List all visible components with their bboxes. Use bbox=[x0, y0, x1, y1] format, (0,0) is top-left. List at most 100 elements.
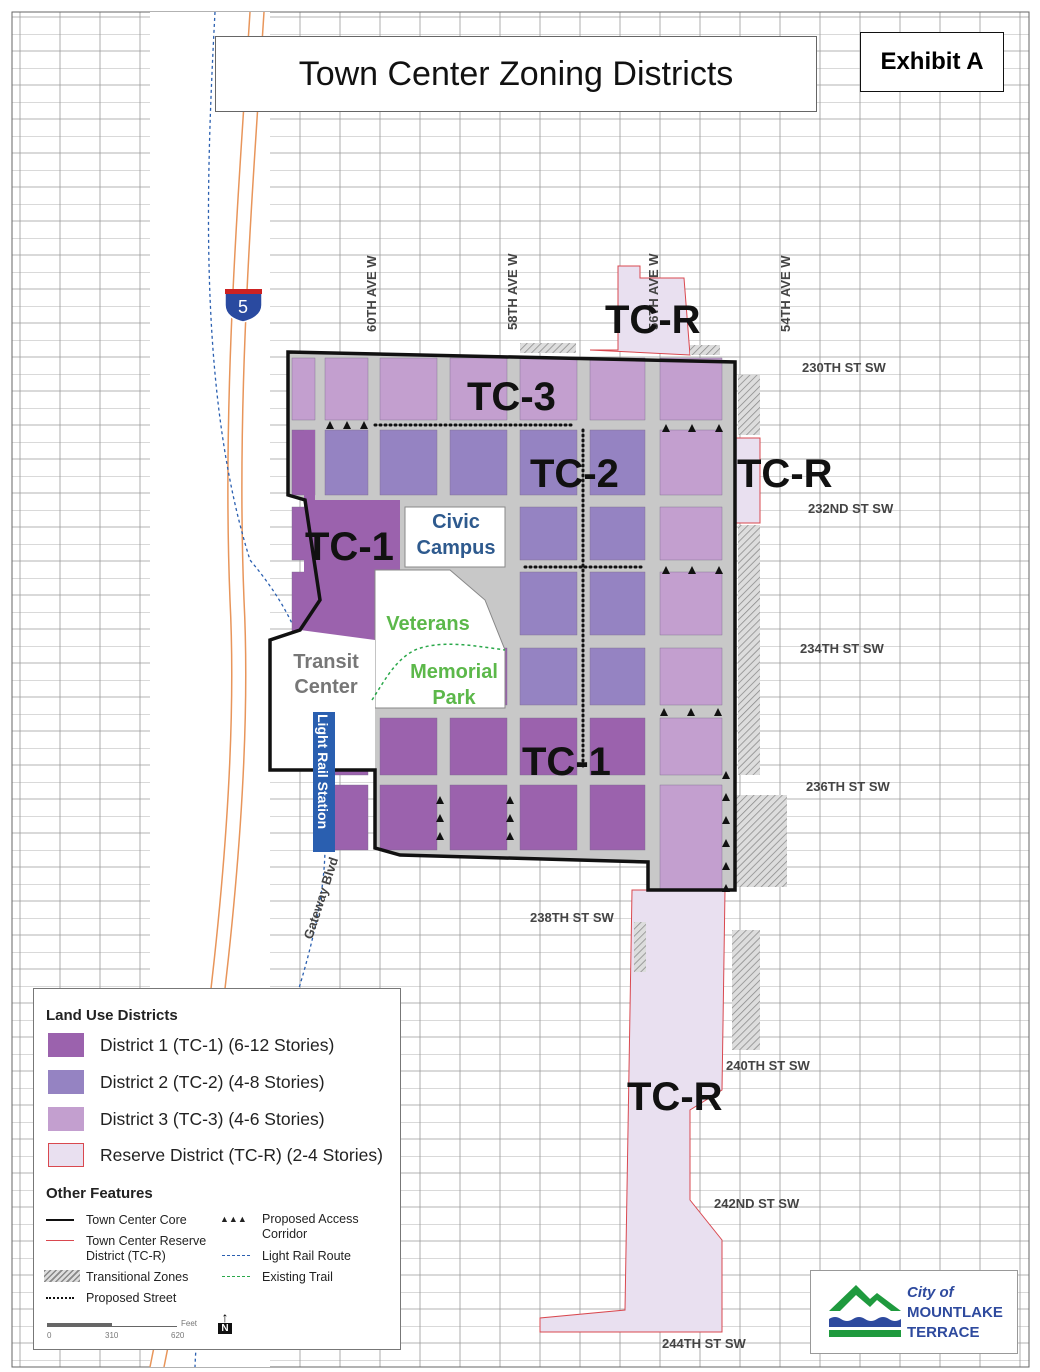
label-tc1-south: TC-1 bbox=[522, 740, 611, 784]
district-block bbox=[589, 506, 646, 561]
legend-proposed-street: Proposed Street bbox=[44, 1291, 176, 1306]
transit-center bbox=[270, 630, 375, 770]
district-block bbox=[589, 784, 646, 851]
district-block bbox=[324, 357, 369, 421]
access-triangle bbox=[722, 839, 730, 847]
access-triangle bbox=[722, 793, 730, 801]
city-logo: City of MOUNTLAKE TERRACE bbox=[810, 1270, 1018, 1354]
access-triangle bbox=[506, 832, 514, 840]
street-label: 54TH AVE W bbox=[778, 255, 793, 332]
district-block bbox=[659, 647, 723, 706]
legend-item-tcr: Reserve District (TC-R) (2-4 Stories) bbox=[48, 1143, 383, 1167]
label-tc2: TC-2 bbox=[530, 452, 619, 496]
legend-light-rail: Light Rail Route bbox=[220, 1249, 351, 1264]
legend-item-tc3: District 3 (TC-3) (4-6 Stories) bbox=[48, 1107, 325, 1131]
district-block bbox=[379, 357, 438, 421]
street-label: 244TH ST SW bbox=[662, 1336, 747, 1351]
access-triangle bbox=[688, 566, 696, 574]
access-triangle bbox=[343, 421, 351, 429]
access-triangle bbox=[506, 796, 514, 804]
label-tcr-east: TC-R bbox=[737, 452, 833, 496]
access-triangle bbox=[722, 862, 730, 870]
tc-r-districts bbox=[539, 265, 761, 1333]
access-triangle bbox=[326, 421, 334, 429]
access-triangle bbox=[662, 566, 670, 574]
access-triangle bbox=[715, 566, 723, 574]
district-block bbox=[379, 429, 438, 496]
swatch bbox=[48, 1143, 84, 1167]
legend-label: District 3 (TC-3) (4-6 Stories) bbox=[100, 1108, 325, 1129]
district-block bbox=[304, 430, 315, 500]
access-triangle bbox=[506, 814, 514, 822]
district-block bbox=[519, 571, 578, 636]
district-block bbox=[449, 429, 508, 496]
logo-line2: MOUNTLAKE bbox=[907, 1304, 1003, 1321]
district-block bbox=[519, 784, 578, 851]
district-block bbox=[291, 357, 316, 421]
label-tcr-north: TC-R bbox=[605, 298, 701, 342]
street-label: 238TH ST SW bbox=[530, 910, 615, 925]
district-block bbox=[449, 717, 508, 776]
light-rail-station bbox=[313, 712, 335, 852]
district-block bbox=[449, 784, 508, 851]
title-text: Town Center Zoning Districts bbox=[298, 54, 734, 93]
access-triangle bbox=[722, 771, 730, 779]
access-triangle bbox=[360, 421, 368, 429]
street-label: 240TH ST SW bbox=[726, 1058, 811, 1073]
street-label: 56TH AVE W bbox=[646, 253, 661, 330]
legend-label: Reserve District (TC-R) (2-4 Stories) bbox=[100, 1144, 383, 1165]
access-triangle bbox=[662, 424, 670, 432]
mountain-lake-logo-icon bbox=[829, 1285, 901, 1337]
street-label: 236TH ST SW bbox=[806, 779, 891, 794]
legend-item-tc1: District 1 (TC-1) (6-12 Stories) bbox=[48, 1033, 334, 1057]
street-label: 232ND ST SW bbox=[808, 501, 894, 516]
access-triangle bbox=[688, 424, 696, 432]
proposed-access-corridor bbox=[326, 421, 730, 892]
light-rail-station-label: Light Rail Station bbox=[315, 714, 331, 829]
transit-label: Transit bbox=[293, 651, 359, 673]
street-label: 230TH ST SW bbox=[802, 360, 887, 375]
district-block bbox=[659, 506, 723, 561]
transitional-zones bbox=[520, 343, 787, 1050]
legend-transitional: Transitional Zones bbox=[44, 1270, 188, 1285]
district-block bbox=[659, 571, 723, 636]
civic-label: Civic bbox=[432, 511, 480, 533]
district-block bbox=[589, 647, 646, 706]
access-triangle bbox=[722, 816, 730, 824]
center-label: Center bbox=[294, 676, 358, 698]
access-triangle bbox=[436, 814, 444, 822]
street-label: 242ND ST SW bbox=[714, 1196, 800, 1211]
district-block bbox=[449, 357, 508, 421]
proposed-streets bbox=[373, 423, 647, 772]
district-block bbox=[589, 571, 646, 636]
street-label: 58TH AVE W bbox=[505, 253, 520, 330]
access-triangle bbox=[436, 832, 444, 840]
district-block bbox=[659, 429, 723, 496]
district-block bbox=[519, 717, 578, 776]
district-block bbox=[589, 429, 646, 496]
legend-item-tc2: District 2 (TC-2) (4-8 Stories) bbox=[48, 1070, 325, 1094]
label-tc3: TC-3 bbox=[467, 375, 556, 419]
swatch bbox=[48, 1033, 84, 1057]
civic-campus bbox=[404, 506, 506, 568]
district-block bbox=[659, 717, 723, 776]
legend: Land Use Districts District 1 (TC-1) (6-… bbox=[33, 988, 401, 1350]
logo-line1: City of bbox=[907, 1284, 954, 1301]
district-block bbox=[589, 717, 646, 776]
legend-land-use-title: Land Use Districts bbox=[46, 1007, 178, 1024]
district-block bbox=[324, 429, 369, 496]
district-block bbox=[519, 429, 578, 496]
swatch bbox=[48, 1107, 84, 1131]
legend-core: Town Center Core bbox=[44, 1213, 187, 1228]
street-label: 60TH AVE W bbox=[364, 255, 379, 332]
district-block bbox=[379, 784, 438, 851]
north-arrow: ↑ N bbox=[218, 1310, 232, 1334]
campus-label: Campus bbox=[417, 537, 496, 559]
street-label: 234TH ST SW bbox=[800, 641, 885, 656]
exhibit-label: Exhibit A bbox=[860, 32, 1004, 92]
label-tc1-west: TC-1 bbox=[305, 525, 394, 569]
veterans-label: Veterans bbox=[386, 613, 469, 635]
district-block bbox=[589, 357, 646, 421]
